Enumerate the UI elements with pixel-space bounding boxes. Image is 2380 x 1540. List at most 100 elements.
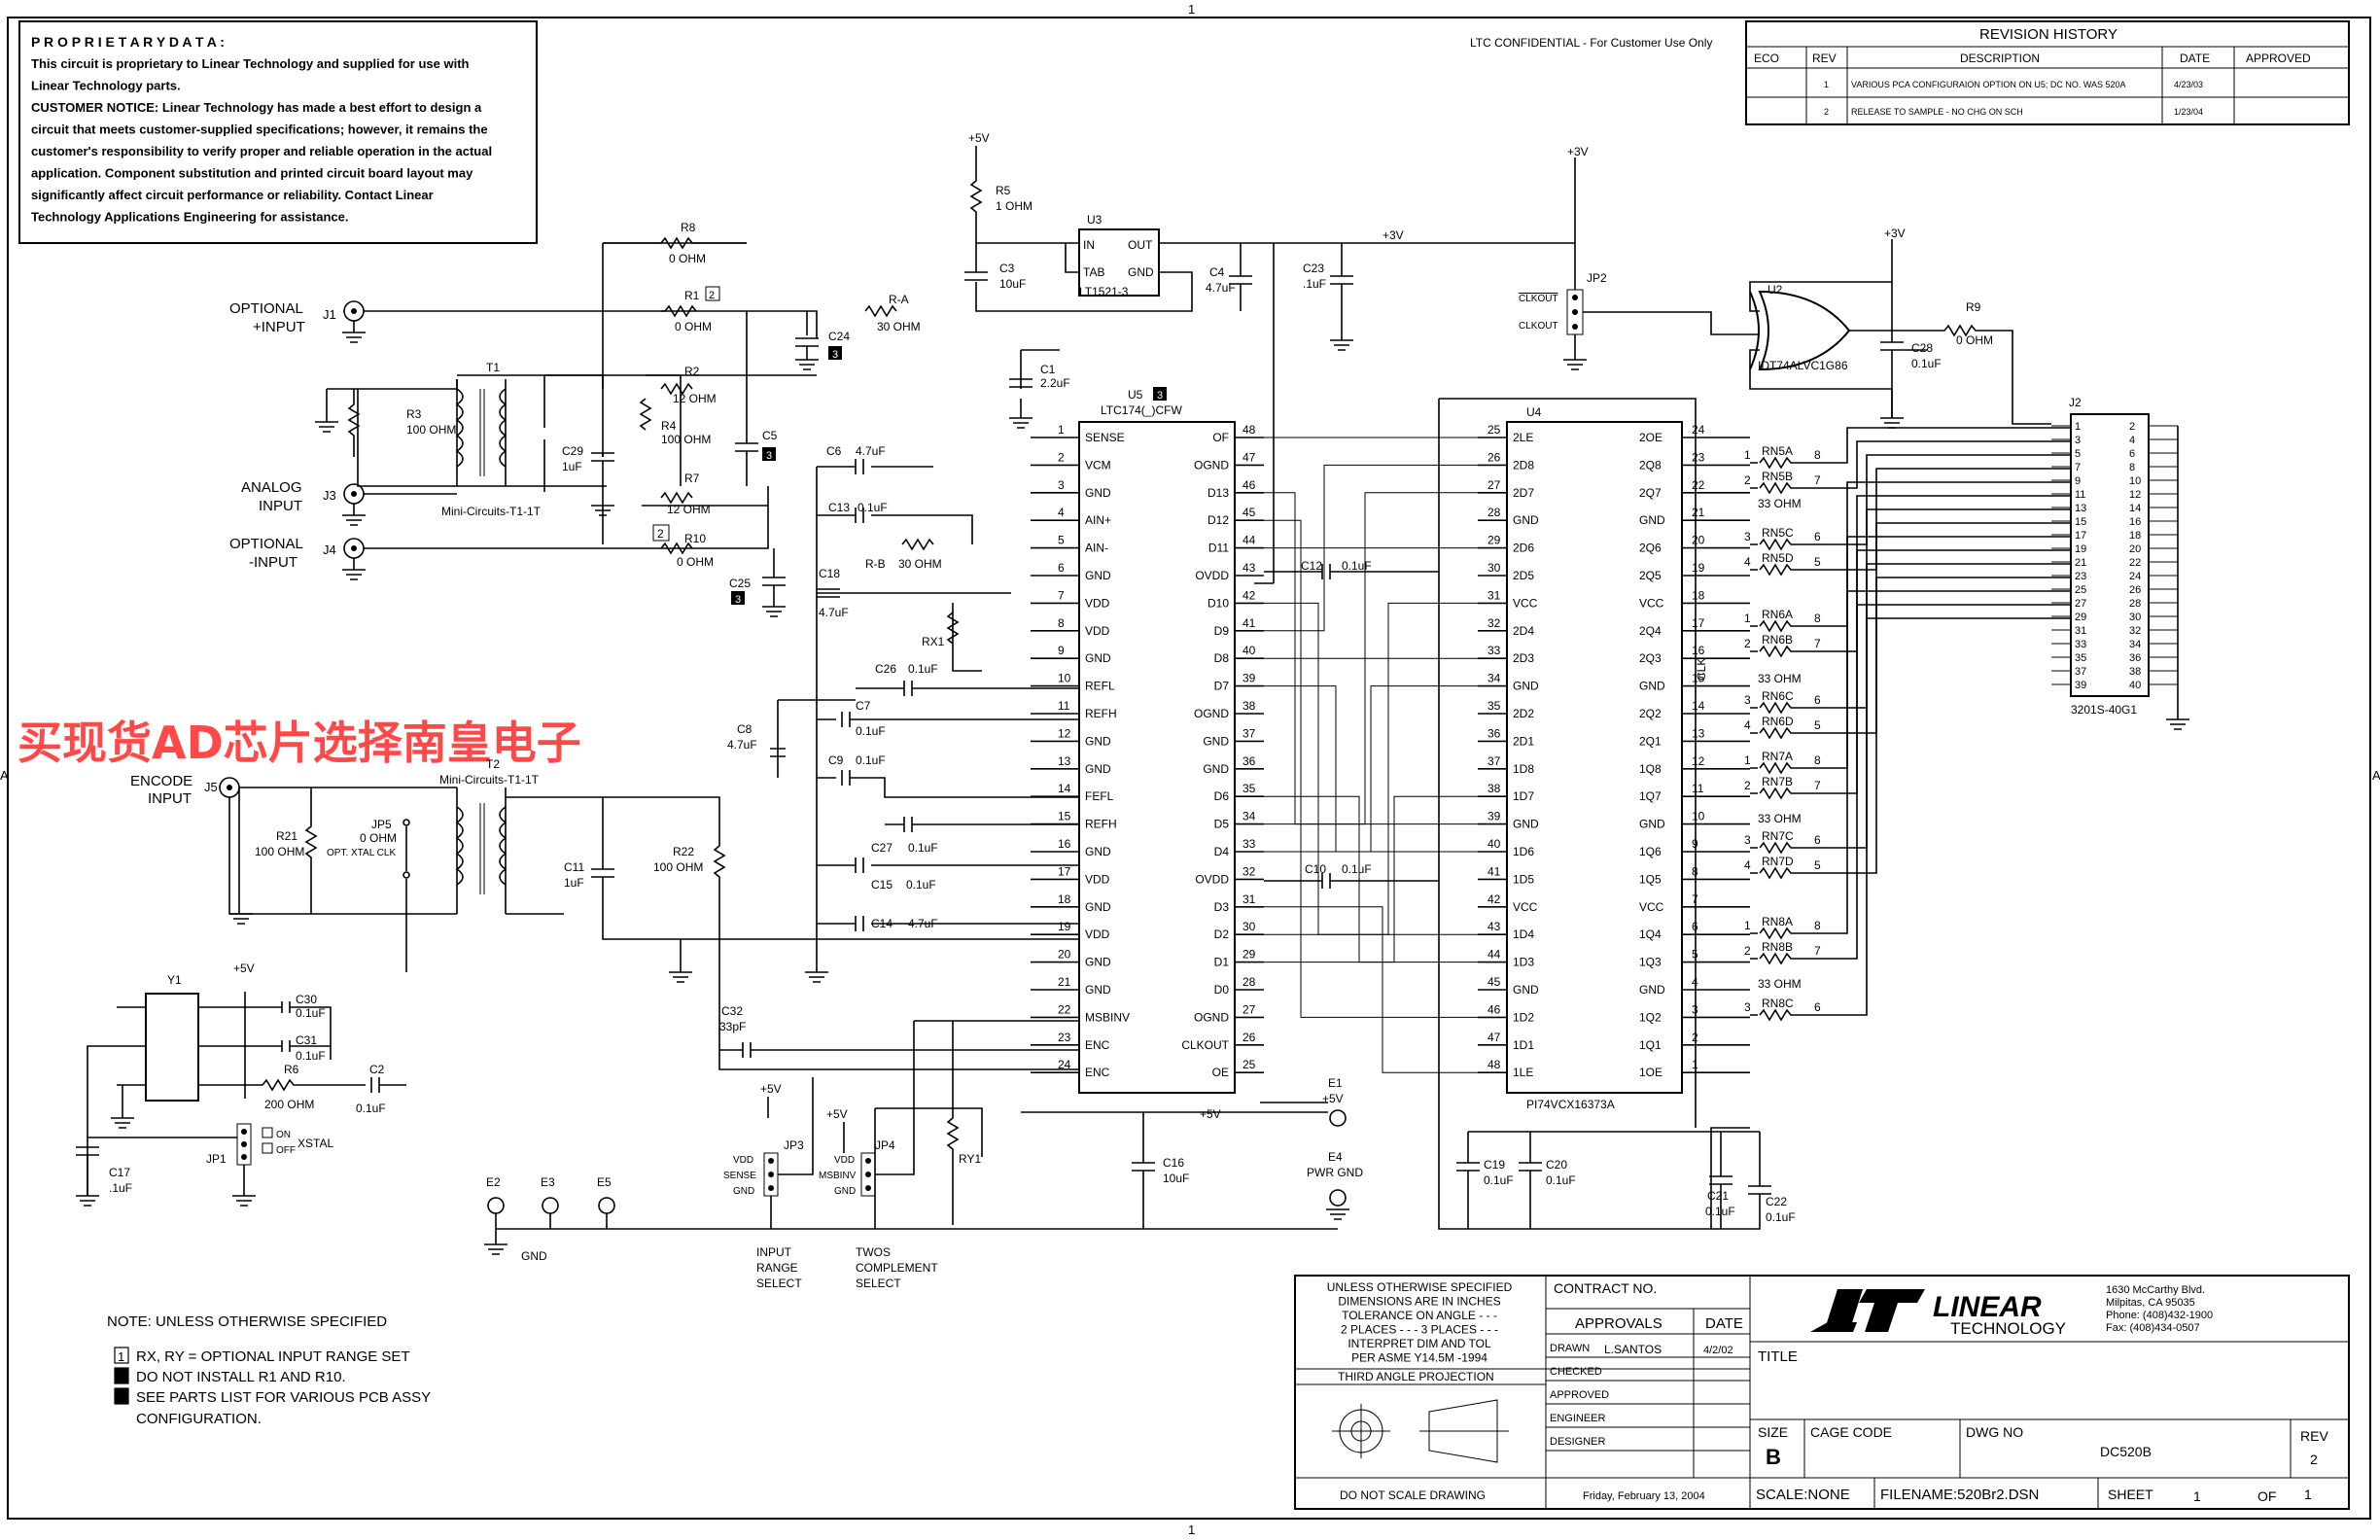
j2-pin-even: 12 [2129,489,2141,501]
u5-pin-number: 48 [1242,423,1256,437]
rnet-pin-b: 8 [1814,753,1821,767]
u5-pin-name: D1 [1214,956,1230,969]
rnet-pin-b: 7 [1814,779,1821,792]
u4-pin-name: VCC [1513,596,1538,610]
u5-pin-number: 26 [1242,1031,1256,1044]
c7-value: 0.1uF [856,724,886,738]
note-text: SEE PARTS LIST FOR VARIOUS PCB ASSY [136,1389,431,1406]
u5-pin-number: 24 [1058,1058,1071,1071]
r21-value: 100 OHM [255,845,304,858]
u4-pin-name: 2Q4 [1639,624,1662,638]
u5-pin-name: D10 [1208,596,1229,610]
jp2-label-a: CLKOUT [1519,294,1558,304]
e2-ref: E2 [486,1175,501,1189]
e1-testpoint [1329,1109,1347,1127]
c32-value: 33pF [719,1020,746,1033]
u4-pin-name: 2D7 [1513,486,1534,500]
r9-ref: R9 [1966,300,1981,314]
r10-ref: R10 [684,532,706,545]
ground-symbol [232,1195,256,1207]
c12-ref: C12 [1301,559,1322,573]
r4-ref: R4 [661,419,677,433]
u5-pin-name: D12 [1208,513,1229,527]
rnet-pin-a: 3 [1744,833,1751,847]
jp4-caption: TWOS COMPLEMENT SELECT [856,1245,938,1290]
rnet-ref: RN7A [1762,750,1793,763]
c5-note: 3 [766,450,772,462]
jp2-ref: JP2 [1587,271,1607,285]
rnet-pin-a: 4 [1744,718,1751,732]
rev-value: 2 [2310,1452,2318,1467]
c4-value: 4.7uF [1206,281,1236,295]
r4-value: 100 OHM [661,433,711,446]
j2-pin-odd: 13 [2075,503,2086,514]
u5-pin-number: 41 [1242,616,1256,630]
j5-label-2: INPUT [148,790,192,807]
plus3v-label: +3V [1382,228,1404,242]
u4-pin-number: 19 [1692,561,1705,575]
u4-pin-name: 2D8 [1513,458,1534,472]
e5-testpoint [598,1197,615,1214]
u2-xor-gate [1749,290,1851,371]
date-header: DATE [1705,1315,1743,1332]
c28-value: 0.1uF [1911,357,1942,370]
j2-pin-even: 38 [2129,666,2141,678]
u4-pin-name: 1Q3 [1639,956,1662,969]
j2-pin-odd: 9 [2075,475,2081,487]
u4-pin-number: 35 [1488,699,1501,713]
ground-symbol [342,332,366,343]
c21-value: 0.1uF [1705,1205,1735,1218]
u4-pin-name: 1D4 [1513,928,1534,941]
u5-pin-number: 37 [1242,726,1256,740]
r3-ref: R3 [406,407,422,421]
r6-ref: R6 [284,1063,299,1076]
rnet-ref: RN5C [1762,526,1794,540]
drawn-label: DRAWN [1550,1343,1590,1354]
c12-value: 0.1uF [1342,559,1372,573]
ground-symbol [1326,1208,1349,1220]
u4-pin-name: 1Q1 [1639,1038,1662,1052]
note-text: RX, RY = OPTIONAL INPUT RANGE SET [136,1348,410,1365]
j2-pin-odd: 5 [2075,448,2081,460]
t2-name: Mini-Circuits-T1-1T [439,773,540,787]
ground-symbol [342,514,366,526]
t1-transformer [455,379,508,486]
u5-pin-name: D8 [1214,651,1230,665]
c4-ref: C4 [1209,265,1225,279]
j5-label-1: ENCODE [130,773,192,789]
c13-ref: C13 [828,501,850,514]
u4-pin-name: 2LE [1513,431,1533,444]
u4-pin-name: 2D4 [1513,624,1534,638]
address-line: 1630 McCarthy Blvd. [2106,1284,2205,1296]
proprietary-heading: P R O P R I E T A R Y D A T A : [31,34,225,50]
u5-pin-number: 32 [1242,864,1256,878]
u4-pin-name: 1D3 [1513,956,1534,969]
designer-label: DESIGNER [1550,1436,1606,1448]
revision-header-0: ECO [1754,52,1779,65]
plus3v-jp2: +3V [1567,145,1589,158]
u5-pin-name: GND [1085,900,1111,914]
proprietary-notice: P R O P R I E T A R Y D A T A : This cir… [18,20,538,244]
jp1-off: OFF [276,1145,296,1156]
c25-note: 3 [735,594,741,606]
u5-pin-name: D4 [1214,845,1230,858]
revision-header-3: DATE [2180,52,2210,65]
c21-ref: C21 [1707,1189,1729,1203]
c17-ref: C17 [109,1166,130,1179]
jp3-sense: SENSE [723,1171,756,1181]
u5-pin-name: ENC [1085,1066,1110,1079]
u4-pin-name: VCC [1639,900,1664,914]
u5-pin-name: GND [1085,845,1111,858]
drawn-date: 4/2/02 [1703,1345,1733,1356]
filename-label: FILENAME:520Br2.DSN [1880,1487,2039,1503]
rnet-pin-a: 1 [1744,753,1751,767]
rnet-pin-b: 5 [1814,858,1821,872]
c29-value: 1uF [562,460,582,473]
revision-header-4: APPROVED [2246,52,2311,65]
c26-value: 0.1uF [908,662,938,676]
rnet-pin-b: 8 [1814,919,1821,932]
rnet-pin-b: 6 [1814,1000,1821,1014]
u3-name: LT1521-3 [1079,285,1129,298]
j2-pin-odd: 11 [2075,489,2085,501]
